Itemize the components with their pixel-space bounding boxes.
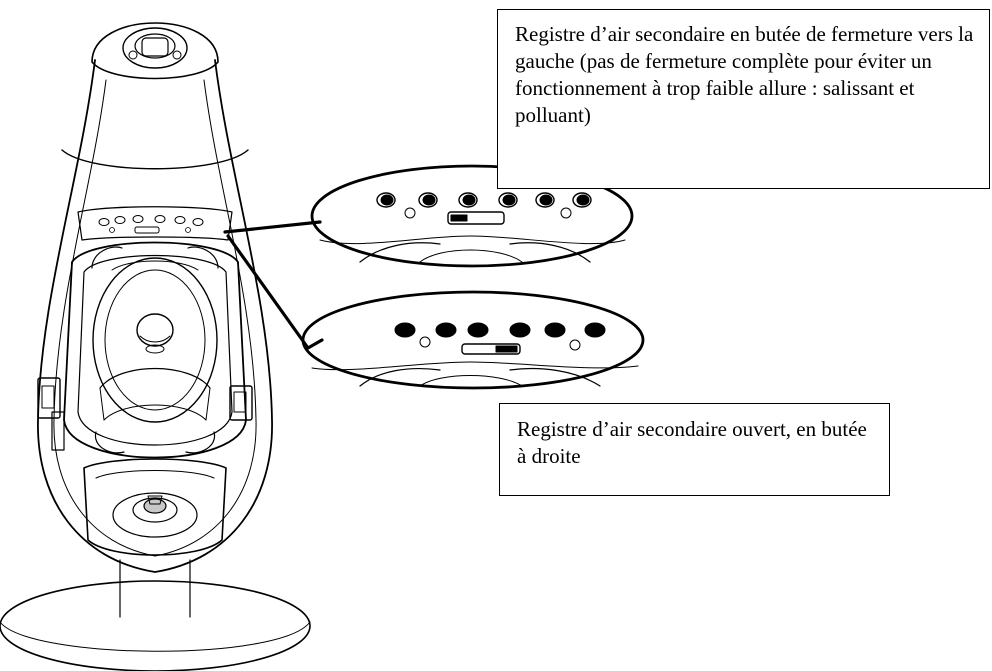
zoom-closed-register: [310, 164, 634, 268]
closed-register-slots: [376, 192, 592, 219]
callout-open-register: Registre d’air secondaire ouvert, en but…: [499, 403, 890, 496]
closed-register-slider: [447, 211, 505, 225]
door-knob: [136, 313, 174, 354]
open-register-slots: [394, 322, 606, 351]
stove-base: [0, 559, 311, 671]
zoom-open-register: [301, 290, 645, 390]
leader-lines: [223, 220, 324, 350]
firebox-door: [63, 241, 247, 459]
stove-top-cap: [61, 22, 249, 170]
open-register-slider: [461, 343, 521, 355]
air-register-controls: [77, 206, 233, 241]
side-hinges: [37, 377, 253, 451]
ash-compartment: [83, 458, 227, 556]
callout-closed-register: Registre d’air secondaire en butée de fe…: [497, 9, 990, 189]
stove-body: [37, 59, 273, 573]
